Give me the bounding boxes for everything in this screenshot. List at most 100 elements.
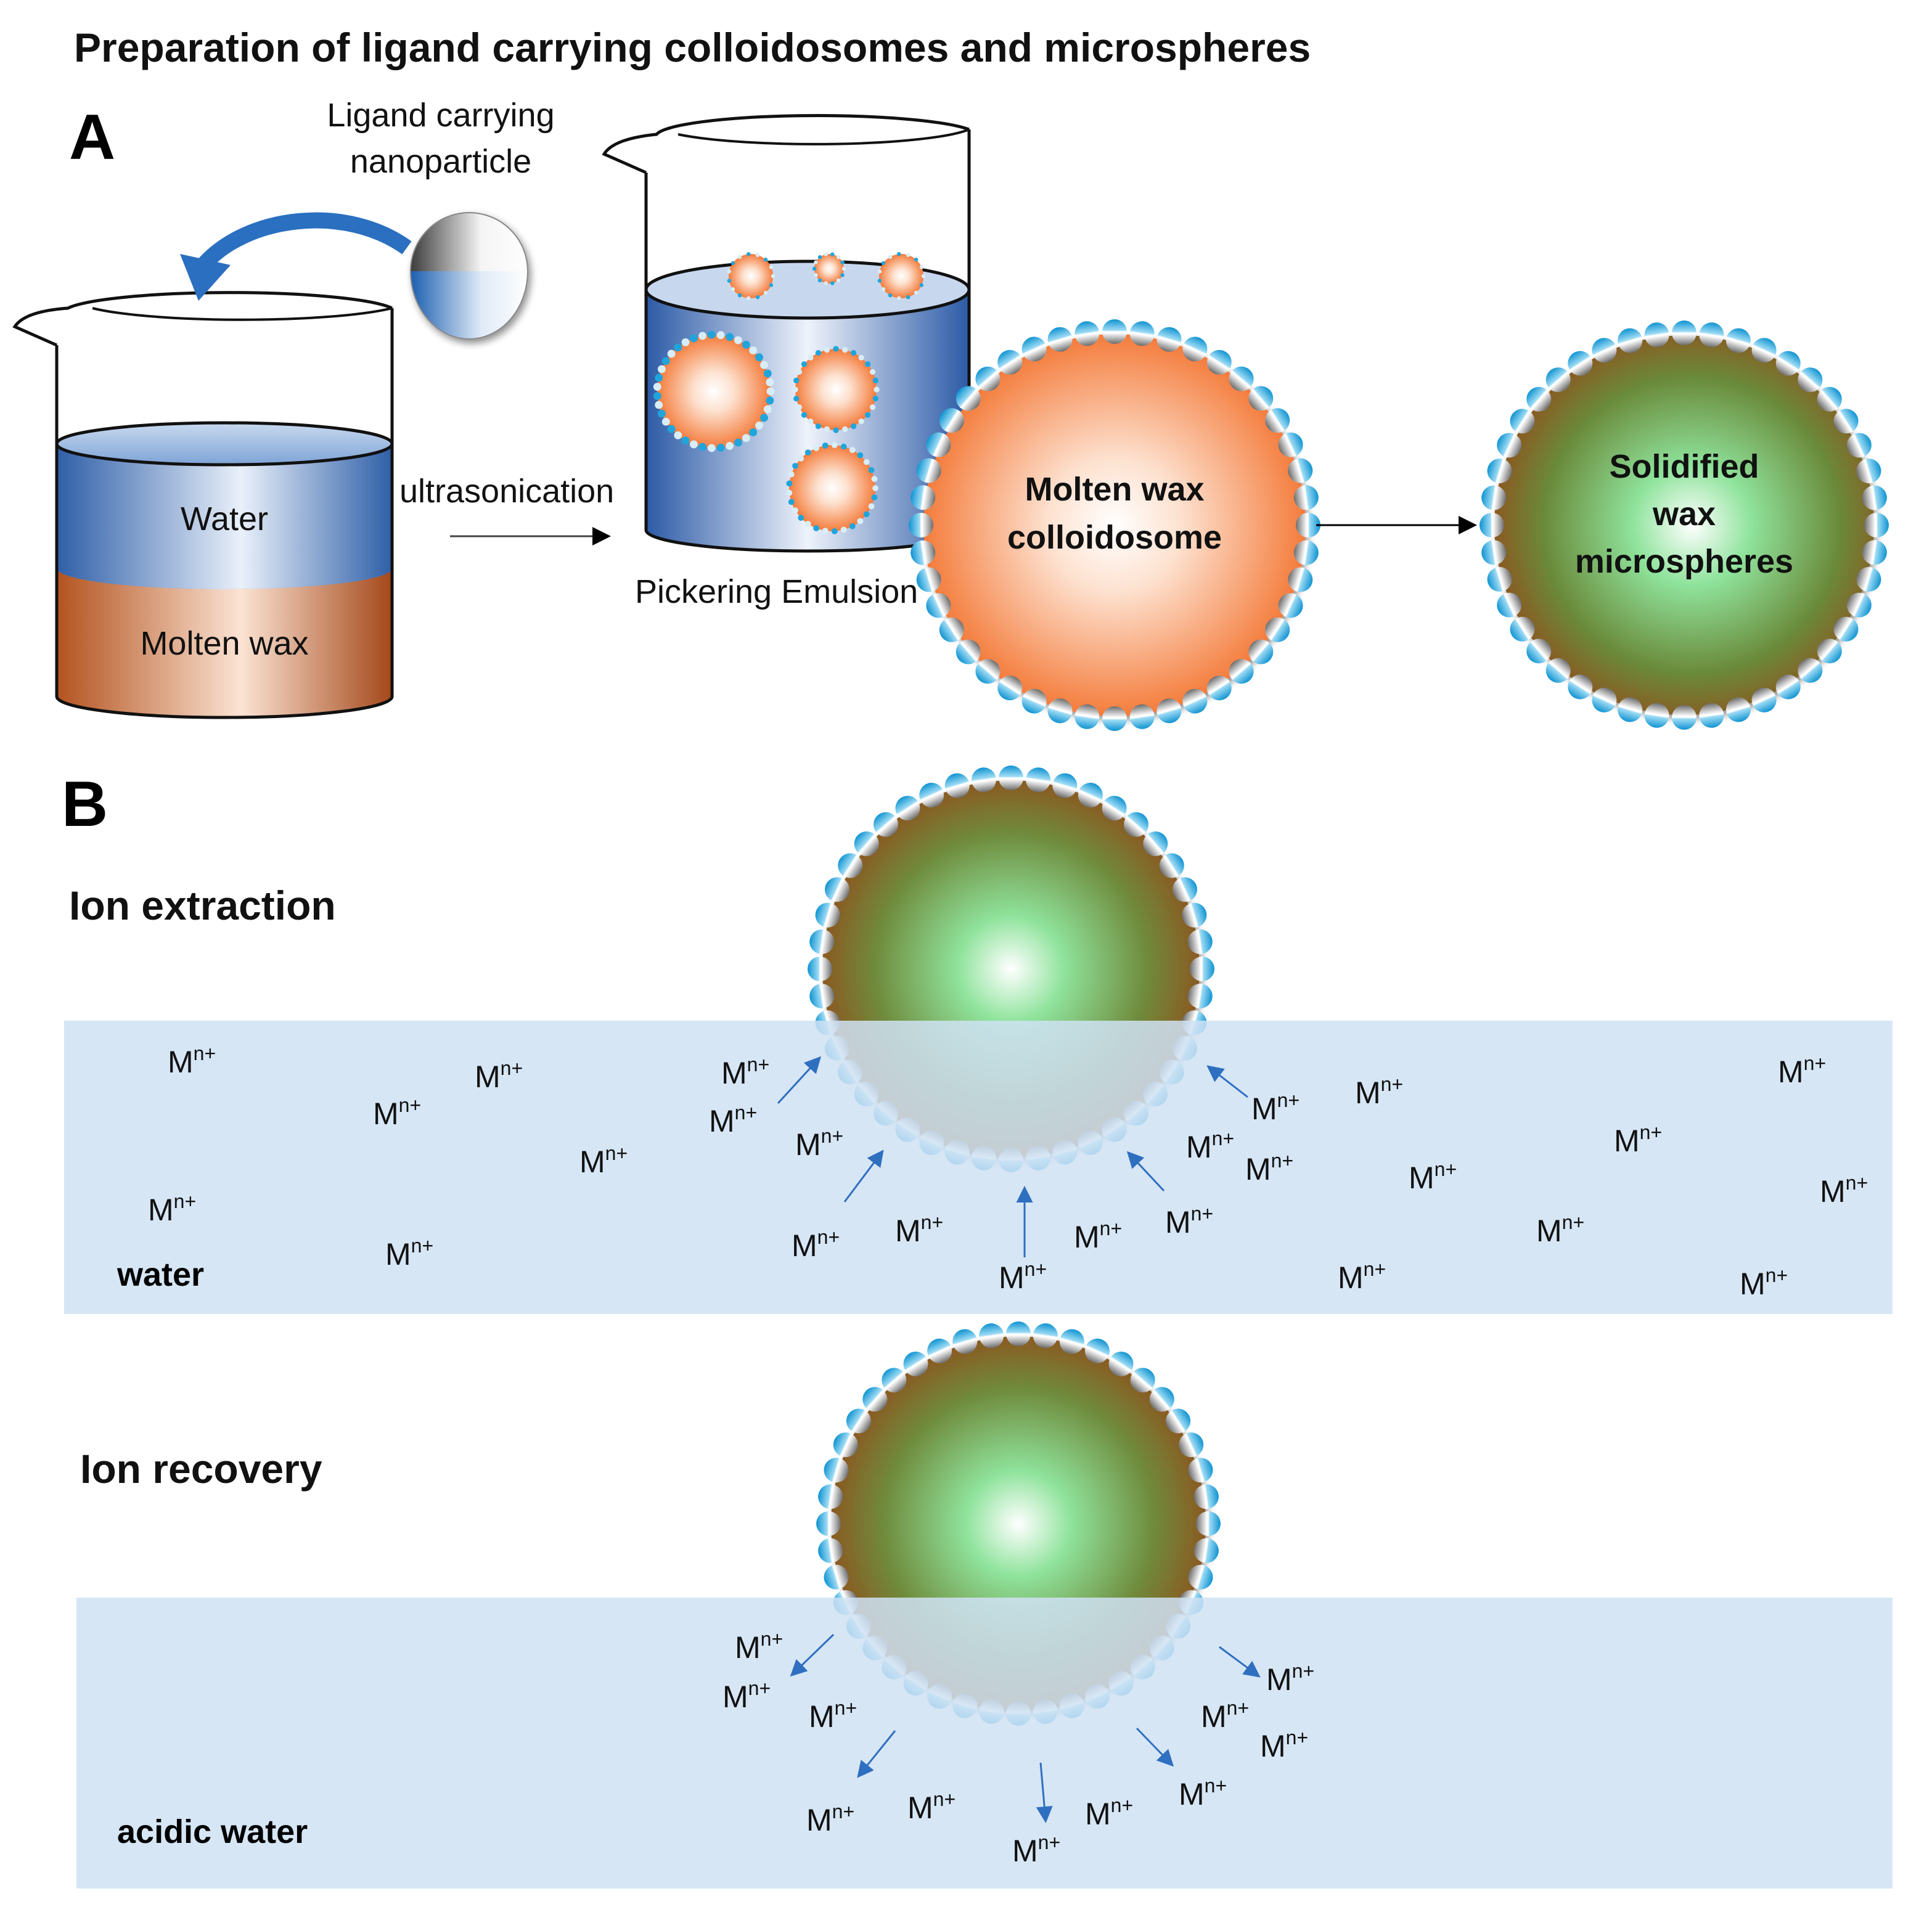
ligand-nanoparticle xyxy=(1293,540,1319,565)
ion-extraction-title: Ion extraction xyxy=(69,883,336,928)
ligand-nanoparticle xyxy=(1166,1408,1191,1434)
ligand-nanoparticle xyxy=(1129,704,1155,729)
metal-ion-label: Mn+ xyxy=(1085,1794,1133,1831)
ligand-nanoparticle xyxy=(1833,409,1859,434)
curved-arrow-head xyxy=(180,254,231,301)
figure-title: Preparation of ligand carrying colloidos… xyxy=(74,25,1311,70)
ligand-nanoparticle xyxy=(1182,902,1207,928)
ligand-nanoparticle xyxy=(1846,592,1872,618)
ligand-nanoparticle xyxy=(1644,322,1669,348)
microsphere-label-line3: microspheres xyxy=(1575,543,1793,580)
metal-ion-label: Mn+ xyxy=(709,1101,757,1138)
ion-flow-arrow xyxy=(777,1056,822,1105)
water-layer-label: Water xyxy=(181,500,268,537)
ligand-nanoparticle xyxy=(916,567,941,592)
ligand-nanoparticle xyxy=(1293,485,1319,510)
metal-ion-label: Mn+ xyxy=(1266,1660,1314,1697)
ligand-nanoparticle xyxy=(1856,459,1881,484)
pickering-emulsion-label: Pickering Emulsion xyxy=(635,573,918,610)
ligand-nanoparticle xyxy=(997,349,1023,375)
ligand-nanoparticle xyxy=(895,796,920,821)
metal-ion-label: Mn+ xyxy=(579,1142,628,1179)
ligand-nanoparticle xyxy=(1592,687,1617,713)
ligand-nanoparticle xyxy=(1159,853,1184,878)
ligand-nanoparticle xyxy=(815,902,840,928)
ligand-nanoparticle xyxy=(1124,812,1148,837)
ligand-nanoparticle xyxy=(824,1458,849,1483)
ligand-nanoparticle xyxy=(971,767,996,793)
ligand-nanoparticle xyxy=(1229,366,1254,391)
ligand-nanoparticle xyxy=(1725,697,1751,722)
ion-flow-arrow xyxy=(843,1150,884,1203)
ligand-nanoparticle xyxy=(1033,1323,1058,1349)
ligand-nanoparticle xyxy=(1775,351,1801,376)
ligand-nanoparticle xyxy=(1798,658,1823,683)
metal-ion-label: Mn+ xyxy=(809,1697,857,1734)
ligand-nanoparticle xyxy=(1102,706,1127,731)
ligand-nanoparticle xyxy=(1187,984,1213,1009)
emulsion-droplet xyxy=(814,254,844,284)
metal-ion-label: Mn+ xyxy=(1251,1089,1300,1126)
ligand-nanoparticle xyxy=(1196,1511,1221,1536)
ligand-nanoparticle xyxy=(1108,1351,1134,1376)
molten-wax-layer-label: Molten wax xyxy=(140,625,308,662)
beaker-icon: Water Molten wax xyxy=(12,291,394,719)
ligand-nanoparticle xyxy=(1618,328,1643,353)
emulsion-beaker-icon xyxy=(602,114,971,553)
microsphere-label-line2: wax xyxy=(1652,496,1716,533)
ion-flow-arrow xyxy=(1206,1065,1248,1098)
ligand-nanoparticle xyxy=(975,366,1001,391)
ion-flow-arrow xyxy=(790,1633,835,1677)
metal-ion-label: Mn+ xyxy=(795,1125,843,1162)
ligand-nanoparticle xyxy=(952,1329,978,1354)
ligand-nanoparticle xyxy=(926,593,951,618)
ligand-nanoparticle xyxy=(833,1432,858,1458)
ligand-nanoparticle xyxy=(1699,322,1724,348)
ligand-nanoparticle xyxy=(1248,386,1274,411)
acidic-water-band xyxy=(76,1598,1893,1889)
ligand-nanoparticle xyxy=(1775,674,1801,700)
acidic-water-medium-label: acidic water xyxy=(117,1813,308,1850)
ligand-nanoparticle xyxy=(1481,485,1507,510)
ligand-nanoparticle xyxy=(1193,1484,1219,1509)
emulsion-droplet xyxy=(795,349,877,430)
ligand-nanoparticle xyxy=(1156,327,1182,352)
solidified-wax-microsphere xyxy=(1480,321,1889,730)
emulsion-droplet xyxy=(657,335,771,448)
ligand-nanoparticle xyxy=(1102,319,1127,344)
ligand-nanoparticle xyxy=(911,540,936,565)
ligand-nanoparticle xyxy=(1078,783,1103,807)
ligand-nanoparticle xyxy=(939,408,964,433)
ligand-nanoparticle xyxy=(854,831,879,856)
ligand-nanoparticle xyxy=(1864,513,1889,537)
ligand-nanoparticle xyxy=(1568,674,1593,700)
ligand-nanoparticle xyxy=(999,766,1023,790)
ion-flow-arrow xyxy=(1136,1727,1174,1767)
ligand-nanoparticle xyxy=(1047,698,1073,724)
ligand-nanoparticle xyxy=(1156,698,1182,724)
panel-a: A Water Molten wax Ligand carrying nanop… xyxy=(12,97,1889,731)
ligand-nanoparticle xyxy=(1052,773,1078,798)
metal-ion-label: Mn+ xyxy=(168,1042,216,1079)
curved-arrow-icon xyxy=(197,212,412,271)
ligand-nanoparticle xyxy=(1862,485,1887,510)
metal-ion-label: Mn+ xyxy=(1186,1127,1234,1164)
ligand-nanoparticle xyxy=(956,639,981,664)
ligand-nanoparticle xyxy=(1074,704,1100,729)
ligand-nanoparticle xyxy=(846,1408,871,1434)
ligand-nanoparticle xyxy=(1497,433,1522,458)
emulsion-droplets xyxy=(653,252,926,534)
panel-a-letter: A xyxy=(69,102,115,173)
ligand-nanoparticle xyxy=(1568,351,1593,376)
extraction-ions: Mn+Mn+Mn+Mn+Mn+Mn+Mn+Mn+Mn+Mn+Mn+Mn+Mn+M… xyxy=(148,1042,1868,1301)
water-medium-label: water xyxy=(117,1256,204,1293)
ligand-nanoparticle xyxy=(1618,697,1643,722)
metal-ion-label: Mn+ xyxy=(1012,1831,1060,1868)
metal-ion-label: Mn+ xyxy=(1778,1052,1826,1089)
ligand-nanoparticle xyxy=(975,659,1001,684)
metal-ion-label: Mn+ xyxy=(1165,1203,1213,1239)
ligand-nanoparticle xyxy=(1006,1321,1031,1346)
ligand-nanoparticle xyxy=(862,1387,888,1412)
metal-ion-label: Mn+ xyxy=(722,1677,771,1714)
